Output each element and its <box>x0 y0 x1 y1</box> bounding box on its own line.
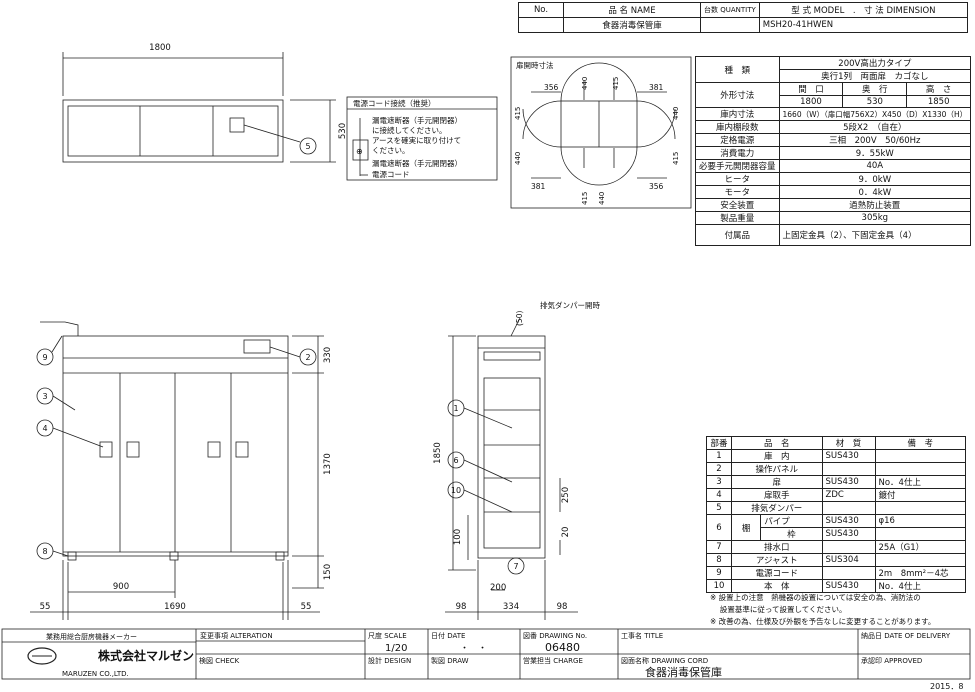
company-en: MARUZEN CO.,LTD. <box>62 670 129 678</box>
callout-9: 9 <box>42 353 47 362</box>
callout-1: 1 <box>453 404 458 413</box>
top-depth-dim: 530 <box>338 123 348 139</box>
part-mat: SUS430 <box>821 514 876 528</box>
callout-8: 8 <box>42 547 47 556</box>
top-width-dim: 1800 <box>149 43 171 53</box>
date-value: ・ ・ <box>460 644 487 654</box>
note-line: ※ 改善の為、仕様及び外観を予告なしに変更することがあります。 <box>710 617 936 626</box>
front-dim-mid: 1370 <box>323 453 333 475</box>
callout-3: 3 <box>42 392 47 401</box>
door-dim: 415 <box>581 192 589 205</box>
part-name: 本 体 <box>731 579 823 593</box>
date-label: 日付 DATE <box>431 631 465 640</box>
drawing-cord-value: 食器消毒保管庫 <box>645 665 722 679</box>
front-dim-half: 900 <box>113 582 129 592</box>
scale-label: 尺度 SCALE <box>368 631 407 640</box>
front-dim-inner: 1690 <box>164 602 186 612</box>
scale-value: 1/20 <box>385 643 407 654</box>
front-dim-top: 330 <box>323 347 333 363</box>
door-dim: 381 <box>531 182 546 191</box>
callout-6: 6 <box>453 456 458 465</box>
cord-title: 電源コード接続（推奨） <box>353 98 436 108</box>
door-dim: 440 <box>581 77 589 90</box>
front-dim-left: 55 <box>40 602 51 612</box>
spec-value: 上固定金具（2）、下固定金具（4） <box>778 224 972 246</box>
side-dim-shelf: 250 <box>561 487 571 503</box>
front-dim-right: 55 <box>301 602 312 612</box>
note-line: 設置基準に従って設置してください。 <box>710 605 847 614</box>
side-dim-bottom: 100 <box>453 529 463 545</box>
spec-type-label: 種 類 <box>695 56 780 83</box>
door-dim: 440 <box>598 192 606 205</box>
cord-label: 電源コード <box>372 170 410 179</box>
door-dim: 440 <box>672 107 680 120</box>
design-label: 設計 DESIGN <box>368 656 411 665</box>
part-no: 10 <box>706 579 732 593</box>
drawing-number: 06480 <box>545 641 580 654</box>
door-panel-title: 扉開時寸法 <box>516 60 554 70</box>
bottom-date: 2015．8 <box>930 682 963 691</box>
side-dim-mid: 334 <box>503 602 519 612</box>
delivery-label: 納品日 DATE OF DELIVERY <box>861 631 951 640</box>
door-dim: 356 <box>649 182 664 191</box>
company-tagline: 業務用総合厨房機器メーカー <box>46 632 137 641</box>
side-dim-left: 98 <box>456 602 467 612</box>
side-dim-right: 98 <box>557 602 568 612</box>
side-dim-height: 1850 <box>433 442 443 464</box>
door-dim: 415 <box>672 152 680 165</box>
door-dim: 440 <box>514 152 522 165</box>
door-dim: 415 <box>612 77 620 90</box>
door-dim: 381 <box>649 83 664 92</box>
company-logo-icon <box>27 647 57 665</box>
part-mat: SUS430 <box>821 475 876 489</box>
alteration-label: 変更事項 ALTERATION <box>200 631 273 640</box>
door-dim: 356 <box>544 83 559 92</box>
note-line: ※ 設置上の注意 熱機器の設置については安全の為、消防法の <box>710 593 921 602</box>
part-note: No．4仕上 <box>874 579 966 593</box>
approved-label: 承認印 APPROVED <box>861 656 922 665</box>
title-label: 工事名 TITLE <box>621 631 663 640</box>
callout-7: 7 <box>513 562 518 571</box>
callout-4: 4 <box>42 424 47 433</box>
cord-line: 漏電遮断器（手元開閉器） <box>372 115 462 125</box>
callout-5: 5 <box>305 142 310 151</box>
header-model-value: MSH20-41HWEN <box>758 17 969 33</box>
damper-label: 排気ダンパー開時 <box>540 300 600 310</box>
door-dim: 415 <box>514 107 522 120</box>
side-dim-drain: 200 <box>490 583 506 593</box>
cord-breaker-label: 漏電遮断器（手元開閉器） <box>372 158 462 168</box>
header-name-value: 食器消毒保管庫 <box>563 17 701 33</box>
company-name: 株式会社マルゼン <box>98 648 194 663</box>
spec-table: 種 類 200V高出力タイプ 奥行1列 両面扉 カゴなし 外形寸法 間 口 奥 … <box>695 56 972 246</box>
header-table: No. 品 名 NAME 台数 QUANTITY 型 式 MODEL . 寸 法… <box>518 2 969 33</box>
cord-line: アースを確実に取り付けて <box>372 135 461 145</box>
cord-line: ください。 <box>372 146 410 155</box>
check-label: 検図 CHECK <box>199 656 240 665</box>
charge-label: 営業担当 CHARGE <box>523 656 583 665</box>
part-mat: SUS430 <box>821 579 876 593</box>
side-dim-angle: (50) <box>515 311 524 326</box>
draw-label: 製図 DRAW <box>431 656 469 665</box>
spec-row: 付属品上固定金具（2）、下固定金具（4） <box>695 224 972 246</box>
header-model-label: 型 式 MODEL . 寸 法 DIMENSION <box>758 2 969 18</box>
callout-10: 10 <box>451 486 461 495</box>
breaker-symbol: ⊕ <box>356 147 363 156</box>
front-dim-bottom: 150 <box>323 564 333 580</box>
cord-line: に接続してください。 <box>372 125 447 135</box>
drawing-label: 図番 DRAWING No. <box>523 632 587 640</box>
callout-2: 2 <box>305 353 310 362</box>
notes: ※ 設置上の注意 熱機器の設置については安全の為、消防法の 設置基準に従って設置… <box>710 592 935 628</box>
side-dim-floor: 20 <box>561 527 571 538</box>
drawing-cord-label: 図面名称 DRAWING CORD <box>621 656 708 665</box>
